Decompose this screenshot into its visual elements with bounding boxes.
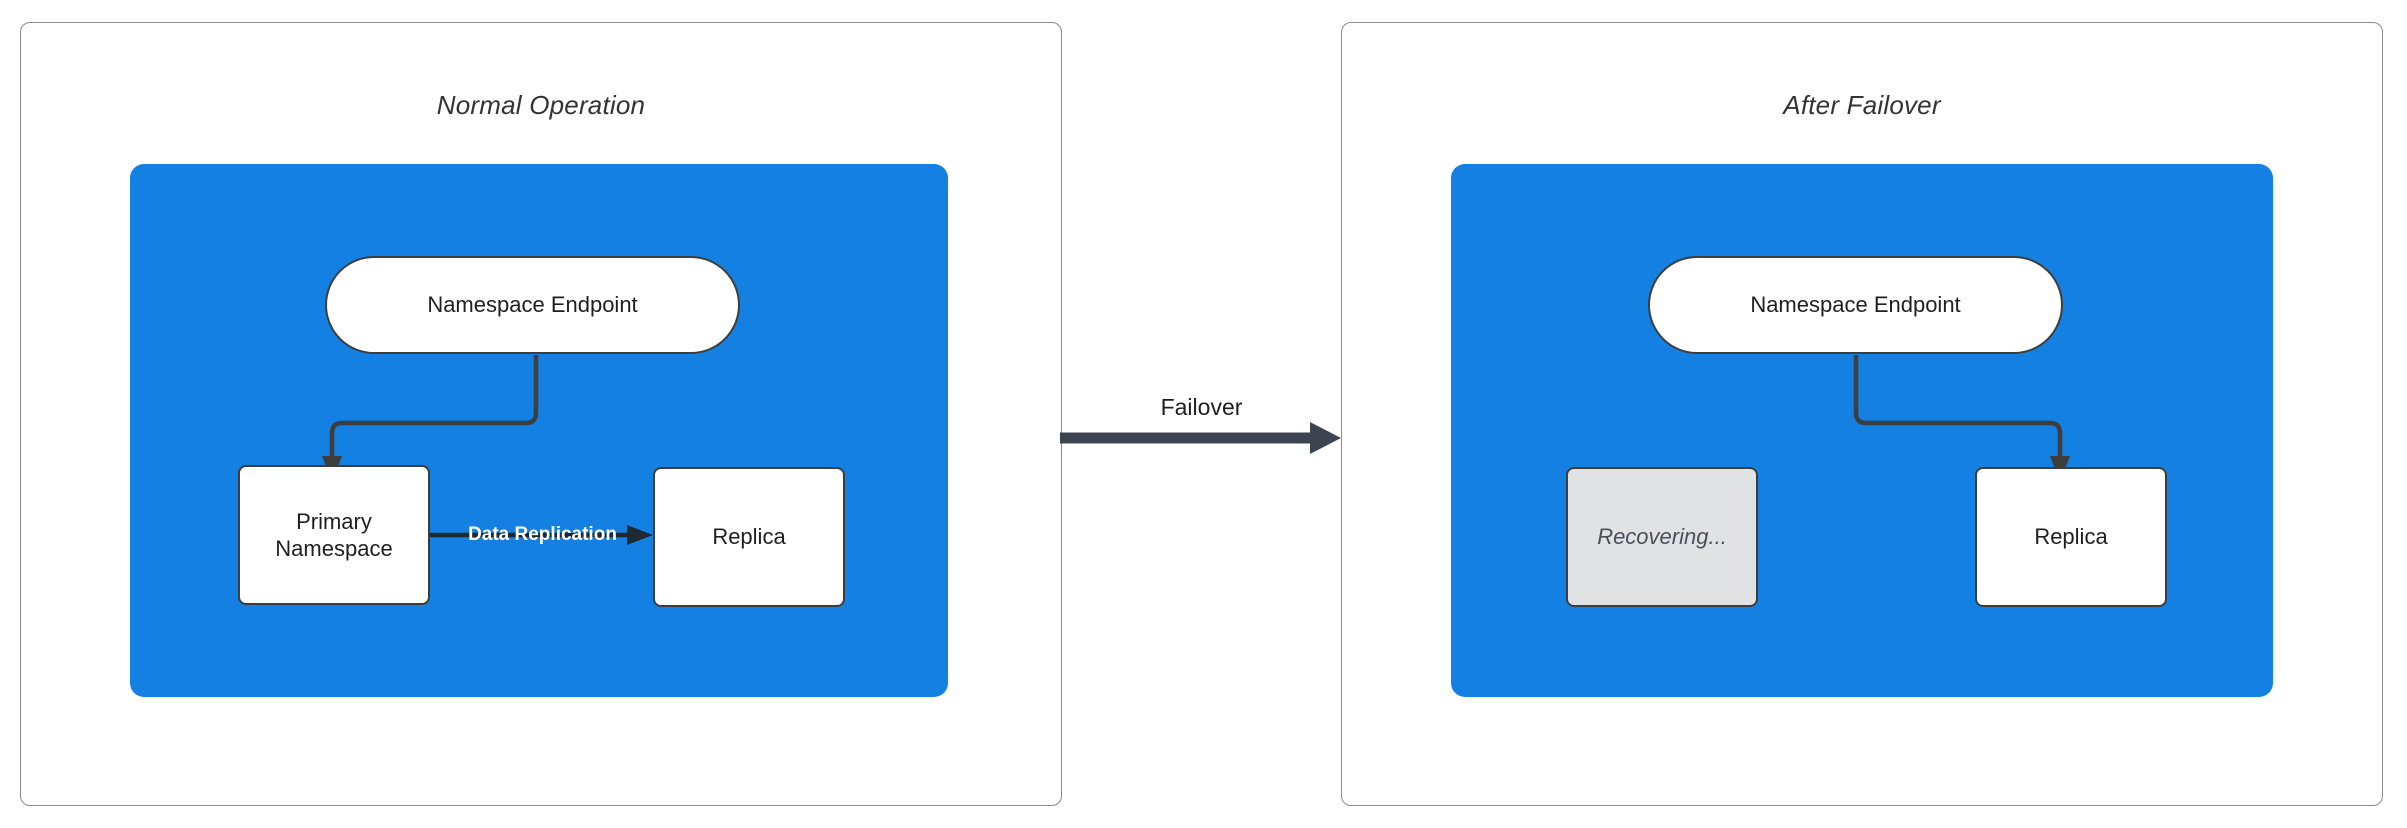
edge-label-data-replication: Data Replication	[468, 524, 617, 545]
panel-title-after-failover: After Failover	[1783, 90, 1941, 120]
primary-namespace-label-line1: Primary	[296, 508, 372, 534]
node-namespace-endpoint-left[interactable]: Namespace Endpoint	[325, 256, 740, 354]
primary-namespace-label-line2: Namespace	[275, 536, 393, 561]
node-replica-left[interactable]: Replica	[653, 467, 845, 607]
zone-primary-region	[130, 164, 948, 697]
zone-failover-region	[1451, 164, 2273, 697]
node-namespace-endpoint-right[interactable]: Namespace Endpoint	[1648, 256, 2063, 354]
node-primary-namespace[interactable]: Primary Namespace	[238, 465, 430, 605]
node-recovering[interactable]: Recovering...	[1566, 467, 1758, 607]
node-replica-right[interactable]: Replica	[1975, 467, 2167, 607]
panel-title-normal-operation: Normal Operation	[436, 90, 646, 120]
transition-label-failover: Failover	[1160, 394, 1243, 420]
